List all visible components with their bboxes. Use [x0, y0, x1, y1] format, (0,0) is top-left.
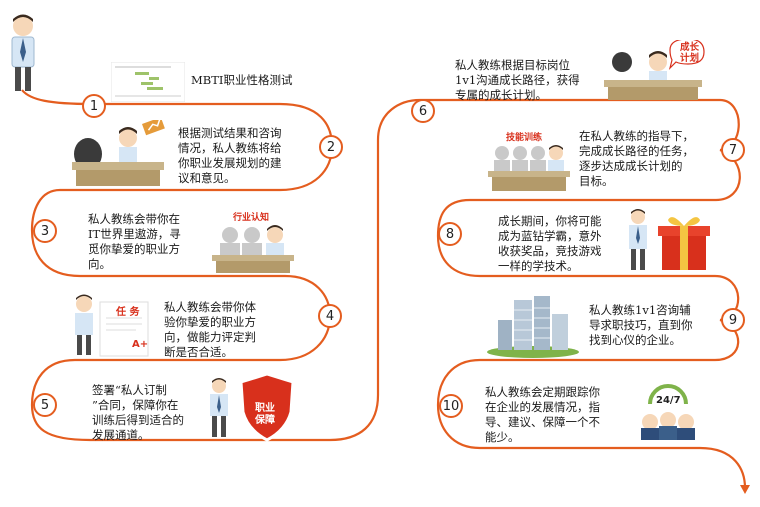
text-line: 成长期间，你将可能	[498, 214, 602, 228]
industry-awareness-label: 行业认知	[233, 213, 270, 223]
text-line: ”合同，保障你在	[92, 398, 179, 412]
step-8-marker: 8	[438, 222, 462, 246]
text-line: 向。	[88, 257, 111, 271]
text-line: 能少。	[485, 430, 520, 444]
step-5-marker: 5	[33, 393, 57, 417]
text-line: 找到心仪的企业。	[589, 333, 681, 347]
text-line: 发展通道。	[92, 428, 150, 442]
text-line: 议和意见。	[178, 171, 236, 185]
text-line: 一样的学技术。	[498, 259, 579, 273]
step-1-text: MBTI职业性格测试	[191, 73, 293, 87]
text-line: IT世界里遨游，寻	[88, 227, 181, 241]
grade-label: A+	[132, 339, 149, 350]
growth-plan-label: 成长 计划	[680, 42, 699, 64]
mbti-chart-thumbnail	[111, 62, 185, 102]
text-line: 目标。	[579, 174, 614, 188]
gift-icon	[658, 217, 710, 270]
text-line: 1v1沟通成长路径，获得	[455, 73, 580, 87]
text-line: 私人教练1v1咨询辅	[589, 303, 691, 317]
office-buildings-icon	[487, 296, 579, 358]
step-3-marker: 3	[33, 219, 57, 243]
text-line: 签署“私人订制	[92, 383, 167, 397]
planning-icon	[604, 40, 705, 100]
step-5-text: 签署“私人订制 ”合同，保障你在 训练后得到适合的 发展通道。	[92, 383, 184, 443]
shield-icon	[239, 372, 295, 442]
text-line: 私人教练会带你体	[164, 300, 256, 314]
step-2-marker: 2	[319, 135, 343, 159]
text-line: 私人教练会带你在	[88, 212, 180, 226]
text-line: 导、建议、保障一个不	[485, 415, 600, 429]
step-8-text: 成长期间，你将可能 成为蓝钻学霸，意外 收获奖品，竞技游戏 一样的学技术。	[498, 214, 602, 274]
text-line: 觅你挚爱的职业方	[88, 242, 180, 256]
step-3-text: 私人教练会带你在 IT世界里遨游，寻 觅你挚爱的职业方 向。	[88, 212, 181, 272]
training-group-icon	[488, 145, 570, 191]
step-9-marker: 9	[721, 308, 745, 332]
text-line: 计划	[680, 53, 700, 64]
step-4-text: 私人教练会带你体 验你挚爱的职业方 向，做能力评定判 断是否合适。	[164, 300, 256, 360]
text-line: 情况，私人教练将给	[178, 141, 282, 155]
text-line: 在私人教练的指导下，	[579, 129, 694, 143]
consultation-icon	[72, 120, 165, 186]
step-7-text: 在私人教练的指导下， 完成成长路径的任务， 逐步达成成长计划的 目标。	[579, 129, 694, 189]
person-icon	[629, 209, 647, 270]
step-6-marker: 6	[411, 99, 435, 123]
support-team-icon	[641, 384, 695, 440]
text-line: 断是否合适。	[164, 345, 233, 359]
text-line: 成长	[680, 42, 700, 53]
step-2-text: 根据测试结果和咨询 情况，私人教练将给 你职业发展规划的建 议和意见。	[178, 126, 282, 186]
task-sheet-icon	[75, 294, 149, 357]
task-label: 任 务	[116, 307, 140, 318]
text-line: 导求职技巧，直到你	[589, 318, 693, 332]
text-line: 在企业的发展情况，指	[485, 400, 600, 414]
text-line: 私人教练会定期跟踪你	[485, 385, 600, 399]
text-line: 保障	[255, 415, 275, 426]
text-line: 收获奖品，竞技游戏	[498, 244, 602, 258]
step-4-marker: 4	[318, 304, 342, 328]
text-line: 验你挚爱的职业方	[164, 315, 256, 329]
step-7-marker: 7	[721, 138, 745, 162]
step-6-text: 私人教练根据目标岗位 1v1沟通成长路径，获得 专属的成长计划。	[455, 58, 580, 103]
step-9-text: 私人教练1v1咨询辅 导求职技巧，直到你 找到心仪的企业。	[589, 303, 693, 348]
group-meeting-icon	[212, 225, 294, 273]
text-line: 训练后得到适合的	[92, 413, 184, 427]
support-label: 24/7	[656, 395, 681, 406]
person-icon	[11, 14, 35, 91]
text-line: 完成成长路径的任务，	[579, 144, 694, 158]
person-icon	[210, 378, 228, 437]
text-line: 私人教练根据目标岗位	[455, 58, 570, 72]
text-line: 逐步达成成长计划的	[579, 159, 683, 173]
career-guarantee-label: 职业 保障	[255, 403, 275, 427]
step-10-text: 私人教练会定期跟踪你 在企业的发展情况，指 导、建议、保障一个不 能少。	[485, 385, 600, 445]
text-line: 根据测试结果和咨询	[178, 126, 282, 140]
step-10-marker: 10	[439, 394, 463, 418]
skill-training-label: 技能训练	[506, 133, 543, 143]
text-line: 你职业发展规划的建	[178, 156, 282, 170]
step-1-marker: 1	[82, 94, 106, 118]
text-line: 成为蓝钻学霸，意外	[498, 229, 602, 243]
text-line: 向，做能力评定判	[164, 330, 256, 344]
text-line: 专属的成长计划。	[455, 88, 547, 102]
text-line: 职业	[255, 403, 275, 414]
